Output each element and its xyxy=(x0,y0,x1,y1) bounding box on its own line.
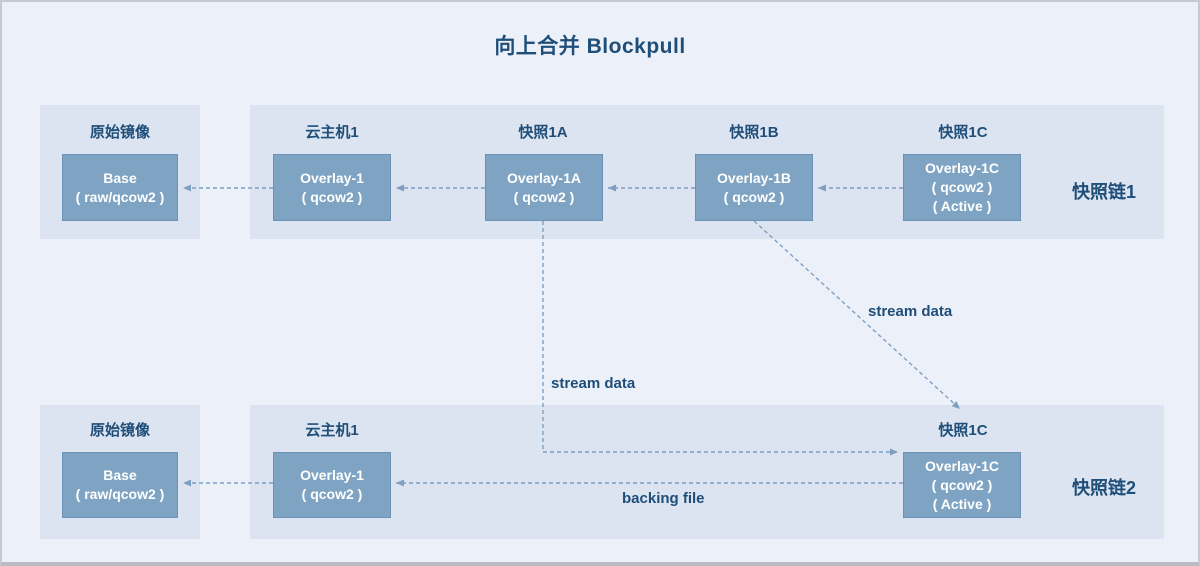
chain1-label: 快照链1 xyxy=(1072,182,1137,202)
chain1-source-label: 原始镜像 xyxy=(89,124,150,141)
chain1-node1-label: 云主机1 xyxy=(305,124,359,141)
page-title: 向上合并 Blockpull xyxy=(494,35,686,58)
chain2-base-box: Base ( raw/qcow2 ) xyxy=(62,452,178,518)
stream-data-label-vertical: stream data xyxy=(551,375,636,392)
chain2-node2-label: 快照1C xyxy=(938,422,988,439)
box-line: ( raw/qcow2 ) xyxy=(75,188,165,205)
chain2-node1-label: 云主机1 xyxy=(305,422,359,439)
chain1-overlay1-box: Overlay-1 ( qcow2 ) xyxy=(273,154,391,221)
chain1-overlay1b-box: Overlay-1B ( qcow2 ) xyxy=(695,154,813,221)
chain1-overlay1c-box: Overlay-1C ( qcow2 ) ( Active ) xyxy=(903,154,1021,221)
chain1-base-box: Base ( raw/qcow2 ) xyxy=(62,154,178,221)
backing-file-label: backing file xyxy=(622,490,705,507)
box-line: Base xyxy=(103,467,137,483)
box-line: ( qcow2 ) xyxy=(301,486,363,502)
box-line: ( raw/qcow2 ) xyxy=(75,486,165,502)
box-line: Overlay-1 xyxy=(300,467,364,483)
box-line: Overlay-1C xyxy=(925,160,999,176)
chain2-label: 快照链2 xyxy=(1072,478,1137,498)
chain2-overlay1-box: Overlay-1 ( qcow2 ) xyxy=(273,452,391,518)
box-line: Overlay-1C xyxy=(925,457,999,474)
box-line: ( qcow2 ) xyxy=(513,188,575,205)
box-line: Overlay-1A xyxy=(507,169,581,186)
chain1-overlay1a-box: Overlay-1A ( qcow2 ) xyxy=(485,154,603,221)
chain1-node2-label: 快照1A xyxy=(518,124,568,141)
box-line: ( Active ) xyxy=(932,198,992,214)
box-line: ( Active ) xyxy=(932,495,992,512)
box-line: Overlay-1 xyxy=(300,169,364,186)
box-line: ( qcow2 ) xyxy=(931,179,993,195)
chain1-node3-label: 快照1B xyxy=(729,124,779,141)
box-line: ( qcow2 ) xyxy=(301,188,363,205)
box-line: ( qcow2 ) xyxy=(723,188,785,205)
box-line: Overlay-1B xyxy=(717,169,791,186)
box-line: ( qcow2 ) xyxy=(931,476,993,493)
chain2-source-label: 原始镜像 xyxy=(89,422,150,439)
box-line: Base xyxy=(103,169,137,186)
stream-data-label-diagonal: stream data xyxy=(868,303,953,320)
chain1-node4-label: 快照1C xyxy=(938,124,988,141)
chain2-overlay1c-box: Overlay-1C ( qcow2 ) ( Active ) xyxy=(903,452,1021,518)
